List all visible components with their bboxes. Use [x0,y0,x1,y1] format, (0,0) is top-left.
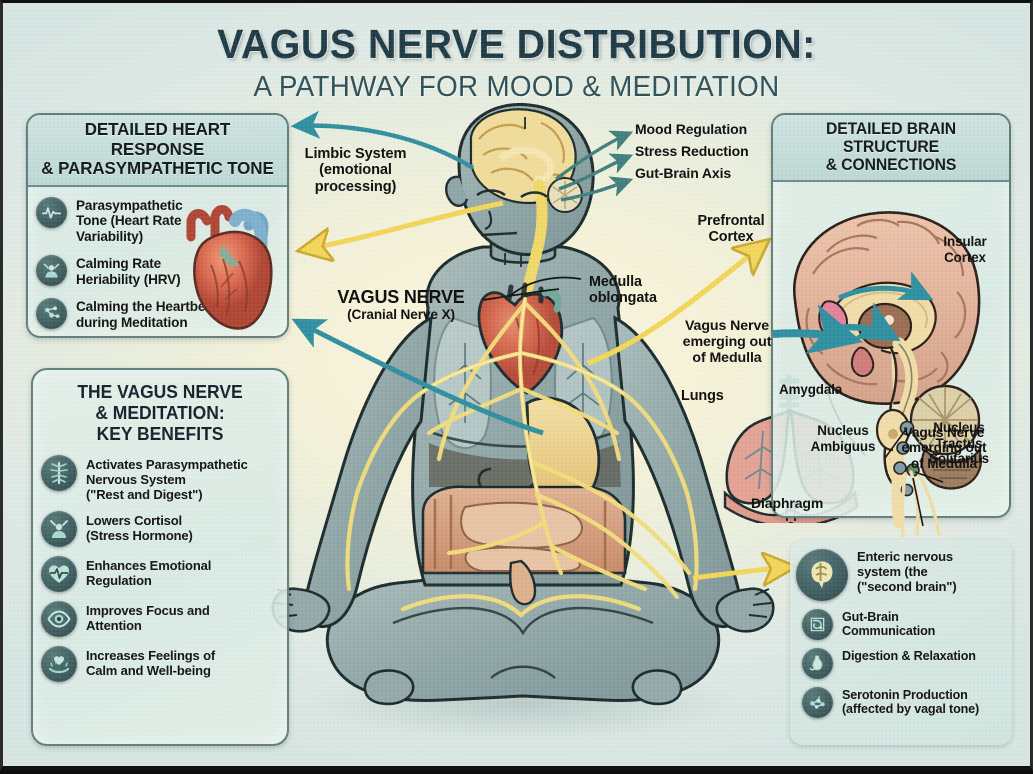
label-vagus-nerve-title: VAGUS NERVE [337,287,465,307]
list-item-label: Digestion & Relaxation [842,649,976,663]
list-item[interactable]: Enhances Emotional Regulation [41,556,278,593]
list-item[interactable]: Increases Feelings of Calm and Well-bein… [41,646,278,683]
molecule-icon [36,298,67,330]
label-nucleus-tractus-solitarius: Nucleus Tractus Solitarius [928,420,990,466]
list-item[interactable]: Serotonin Production (affected by vagal … [802,687,1004,718]
benefits-title-line2: & MEDITATION: [95,403,225,424]
panel-brain-structure: DETAILED BRAIN STRUCTURE & CONNECTIONS [771,113,1011,538]
label-limbic-system: Limbic System (emotional processing) [304,146,407,195]
list-item[interactable]: Activates Parasympathetic Nervous System… [41,455,278,502]
list-item-label: Gut-Brain Communication [842,610,936,639]
list-item-label: Increases Feelings of Calm and Well-bein… [86,648,216,679]
panel-brain-body: Insular Cortex Amygdala Nucleus Ambiguus… [773,182,1009,538]
panel-heart-body: Parasympathetic Tone (Heart Rate Variabi… [28,187,287,345]
label-vagus-nerve-sub: (Cranial Nerve X) [347,307,455,323]
label-stress-reduction: Stress Reduction [635,142,749,159]
list-item-label: Enteric nervous system (the ("second bra… [857,549,957,594]
heart-pulse-icon [41,556,77,593]
label-gut-brain-axis: Gut-Brain Axis [635,164,732,181]
list-item[interactable]: Improves Focus and Attention [41,601,278,638]
brain-gut-icon [796,549,848,601]
list-item-label: Calming the Heartbeat during Meditation [76,299,218,330]
panel-benefits-body: Activates Parasympathetic Nervous System… [33,453,287,695]
list-item[interactable]: Calming the Heartbeat during Meditation [36,298,279,330]
panel-brain-header: DETAILED BRAIN STRUCTURE & CONNECTIONS [773,115,1009,183]
list-item[interactable]: Calming Rate Heriability (HRV) [36,255,279,287]
brain-sagittal-illustration [773,211,982,538]
label-amygdala: Amygdala [779,382,843,398]
label-prefrontal-cortex: Prefrontal Cortex [697,213,765,246]
label-arrow-outcomes: Mood Regulation Stress Reduction Gut-Bra… [635,121,749,187]
heart-rate-pulse-icon [36,196,67,228]
calm-person-icon [41,511,77,548]
benefits-title-line1: THE VAGUS NERVE [77,382,243,402]
list-item[interactable]: Lowers Cortisol (Stress Hormone) [41,511,278,548]
eye-icon [41,601,77,638]
list-item[interactable]: Gut-Brain Communication [802,609,1004,640]
label-vagus-emerging-medulla-brainpanel: Vagus Nerve emerging out of Medulla [901,425,987,471]
panel-benefits-title: THE VAGUS NERVE & MEDITATION: KEY BENEFI… [33,370,287,453]
list-item-label: Enhances Emotional Regulation [86,558,212,589]
panel-heart-header-line1: DETAILED HEART RESPONSE [84,119,231,159]
panel-brain-header-line1: DETAILED BRAIN STRUCTURE [825,120,957,157]
panel-key-benefits: THE VAGUS NERVE & MEDITATION: KEY BENEFI… [31,368,289,746]
label-diaphragm: Diaphragm [751,495,824,511]
benefits-title-line3: KEY BENEFITS [96,424,224,445]
list-item-label: Parasympathetic Tone (Heart Rate Variabi… [76,197,183,244]
serotonin-molecule-icon [802,687,833,718]
intestine-icon [802,609,833,640]
title-subtitle: A PATHWAY FOR MOOD & MEDITATION [253,71,780,103]
title-main: VAGUS NERVE DISTRIBUTION: [217,21,816,67]
stomach-icon [802,648,833,679]
list-item-label: Activates Parasympathetic Nervous System… [86,457,248,503]
label-nucleus-ambiguus: Nucleus Ambiguus [810,423,876,454]
calming-person-icon [36,255,67,287]
list-item-label: Serotonin Production (affected by vagal … [842,688,980,717]
nerve-branch-icon [41,455,77,492]
list-item-label: Improves Focus and Attention [86,603,210,634]
panel-heart-header-line2: & PARASYMPATHETIC TONE [41,158,274,179]
hand-heart-icon [41,646,77,683]
label-insular-cortex: Insular Cortex [943,234,987,265]
label-vagus-emerging-medulla: Vagus Nerve emerging out of Medulla [682,318,772,367]
panel-brain-header-line2: & CONNECTIONS [825,156,957,175]
list-item[interactable]: Digestion & Relaxation [802,648,1004,679]
list-item[interactable]: Parasympathetic Tone (Heart Rate Variabi… [36,196,279,244]
panel-heart-header: DETAILED HEART RESPONSE & PARASYMPATHETI… [28,115,287,187]
heart-illustration [186,204,273,330]
label-vagus-nerve: VAGUS NERVE (Cranial Nerve X) [321,287,481,323]
list-item[interactable]: Enteric nervous system (the ("second bra… [796,549,1004,601]
label-lungs: Lungs [681,388,724,404]
panel-enteric-nervous-system: Enteric nervous system (the ("second bra… [790,540,1012,745]
panel-heart-response: DETAILED HEART RESPONSE & PARASYMPATHETI… [26,113,289,338]
page-title: VAGUS NERVE DISTRIBUTION: A PATHWAY FOR … [3,21,1030,104]
list-item-label: Calming Rate Heriability (HRV) [76,256,181,287]
label-medulla-oblongata: Medulla oblongata [589,274,657,307]
list-item-label: Lowers Cortisol (Stress Hormone) [86,513,193,544]
label-mood-regulation: Mood Regulation [635,121,748,137]
panel-enteric-body: Enteric nervous system (the ("second bra… [790,540,1012,730]
